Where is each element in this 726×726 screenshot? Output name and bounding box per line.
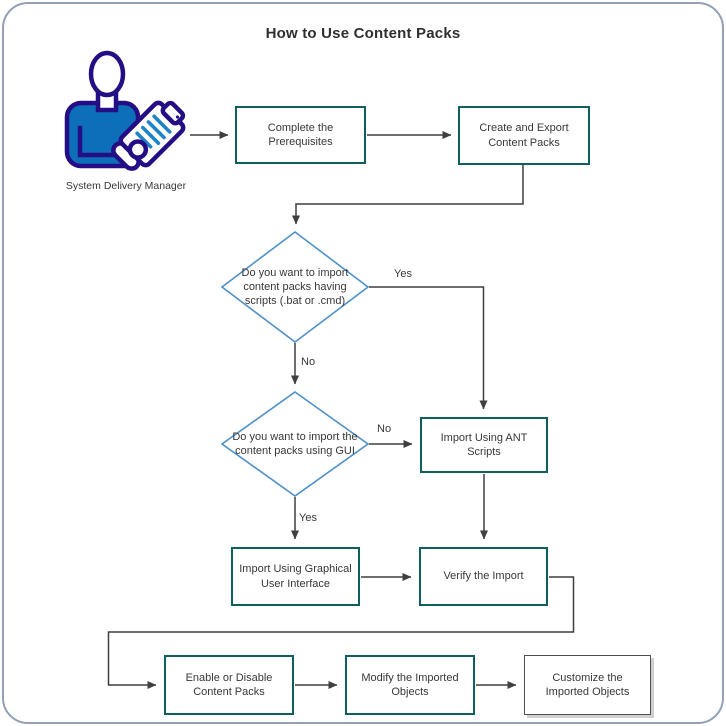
node-label: Import Using Graphical User Interface: [239, 563, 352, 590]
edge-verify-to-enable: [107, 576, 575, 689]
node-label: Import Using ANT Scripts: [440, 431, 528, 458]
edge-create-to-scripts: [292, 165, 524, 225]
node-verify-import: Verify the Import: [419, 547, 548, 606]
edge-label-no-gui: No: [377, 423, 392, 435]
node-label: Complete the Prerequisites: [267, 121, 334, 148]
node-label: Modify the Imported Objects: [361, 671, 459, 698]
system-delivery-manager-icon: [64, 50, 186, 171]
node-modify-imported-objects: Modify the Imported Objects: [345, 655, 475, 715]
actor-label: System Delivery Manager: [65, 180, 187, 192]
node-label: Create and Export Content Packs: [479, 122, 569, 149]
edge-label-yes-gui: Yes: [299, 512, 317, 524]
node-import-gui: Import Using Graphical User Interface: [231, 547, 360, 606]
node-complete-prerequisites: Complete the Prerequisites: [235, 106, 366, 164]
node-label: Verify the Import: [443, 570, 524, 583]
edge-scripts-yes-to-ant: [369, 286, 488, 410]
node-label: Enable or Disable Content Packs: [185, 671, 273, 698]
flowchart-title: How to Use Content Packs: [265, 25, 461, 42]
node-customize-imported-objects: Customize the Imported Objects: [524, 655, 651, 715]
node-label: Customize the Imported Objects: [545, 671, 630, 698]
decision-scripts-shape: [220, 230, 370, 344]
edge-label-no-scripts: No: [301, 356, 316, 368]
decision-gui-shape: [220, 391, 370, 497]
edge-label-yes-scripts: Yes: [394, 268, 412, 280]
node-import-ant-scripts: Import Using ANT Scripts: [420, 417, 548, 473]
node-create-export-content-packs: Create and Export Content Packs: [458, 106, 590, 165]
node-enable-disable-content-packs: Enable or Disable Content Packs: [164, 655, 294, 715]
decision-scripts-label: Do you want to import content packs havi…: [241, 267, 349, 308]
decision-gui-label: Do you want to import the content packs …: [232, 431, 358, 458]
